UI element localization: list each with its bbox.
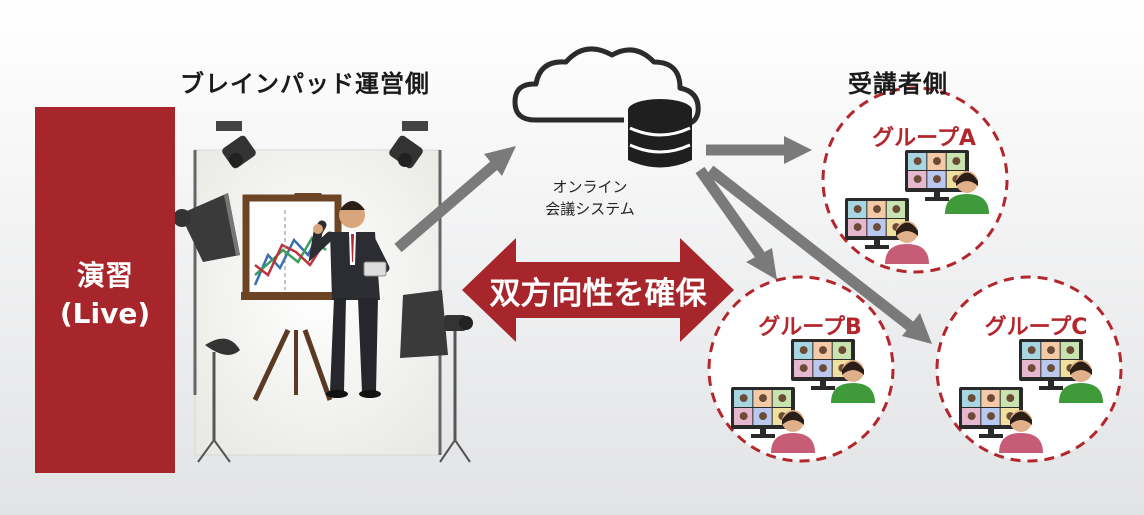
- group-c-circle: [935, 275, 1123, 463]
- person-icon: [999, 410, 1043, 453]
- person-icon: [831, 360, 875, 403]
- monitor-icon: [959, 387, 1023, 438]
- group-b-label: グループB: [758, 315, 862, 340]
- person-icon: [771, 410, 815, 453]
- bidirectional-arrow: [462, 238, 734, 342]
- spotlight-icon: [216, 121, 256, 169]
- monitor-icon: [845, 198, 909, 249]
- umbrella-light-icon: [197, 338, 240, 463]
- group-b-circle: [707, 275, 895, 463]
- arrow-to-group-a: [706, 136, 812, 164]
- cloud-icon: [512, 46, 701, 127]
- live-exercise-label: 演習 (Live): [35, 257, 175, 333]
- softbox-light-icon: [400, 290, 473, 463]
- bidirectional-label: 双方向性を確保: [489, 276, 707, 312]
- operator-side-label: ブレインパッド運営側: [180, 70, 430, 98]
- group-c-label: グループC: [984, 315, 1088, 340]
- live-subtitle: (Live): [59, 297, 151, 330]
- arrow-to-group-b: [695, 166, 777, 280]
- conference-system-line1: オンライン: [552, 178, 628, 196]
- live-exercise-panel: 演習 (Live): [35, 107, 175, 473]
- monitor-icon: [791, 339, 855, 390]
- database-icon: [628, 99, 692, 168]
- monitor-icon: [731, 387, 795, 438]
- presenter-figure: [308, 201, 390, 398]
- arrow-to-cloud: [394, 146, 516, 253]
- group-a-label: グループA: [872, 126, 976, 151]
- conference-system-label: オンライン 会議システム: [525, 176, 655, 220]
- arrow-to-group-c: [706, 165, 932, 344]
- person-icon: [1059, 360, 1103, 403]
- person-icon: [885, 221, 929, 264]
- group-a-circle: [821, 86, 1009, 274]
- conference-system-line2: 会議システム: [545, 200, 635, 218]
- spotlight-icon: [389, 121, 428, 169]
- monitor-icon: [1019, 339, 1083, 390]
- participant-side-label: 受講者側: [848, 70, 948, 98]
- person-icon: [945, 171, 989, 214]
- studio-scene: [173, 121, 473, 463]
- live-title: 演習: [76, 259, 133, 292]
- softbox-light-icon: [173, 193, 240, 262]
